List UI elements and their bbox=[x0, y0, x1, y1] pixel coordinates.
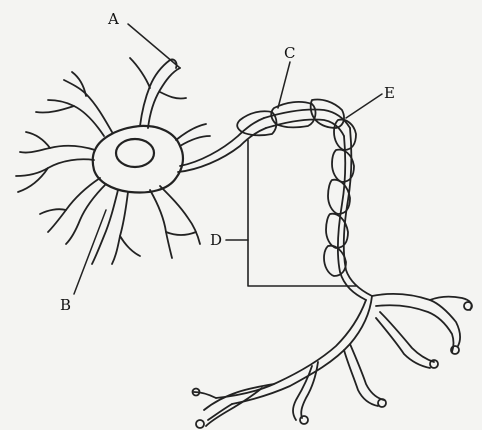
label-a: A bbox=[107, 10, 119, 28]
nucleus bbox=[116, 139, 154, 167]
myelin-sheath bbox=[237, 99, 356, 276]
leader-lines bbox=[74, 24, 382, 294]
axon-terminals bbox=[194, 294, 472, 426]
cell-body bbox=[93, 126, 183, 193]
label-b: B bbox=[60, 296, 71, 314]
label-c: C bbox=[284, 44, 295, 62]
label-d: D bbox=[210, 231, 222, 249]
terminal-bulbs bbox=[193, 302, 473, 428]
label-e: E bbox=[384, 84, 395, 102]
dendrites bbox=[16, 58, 210, 264]
